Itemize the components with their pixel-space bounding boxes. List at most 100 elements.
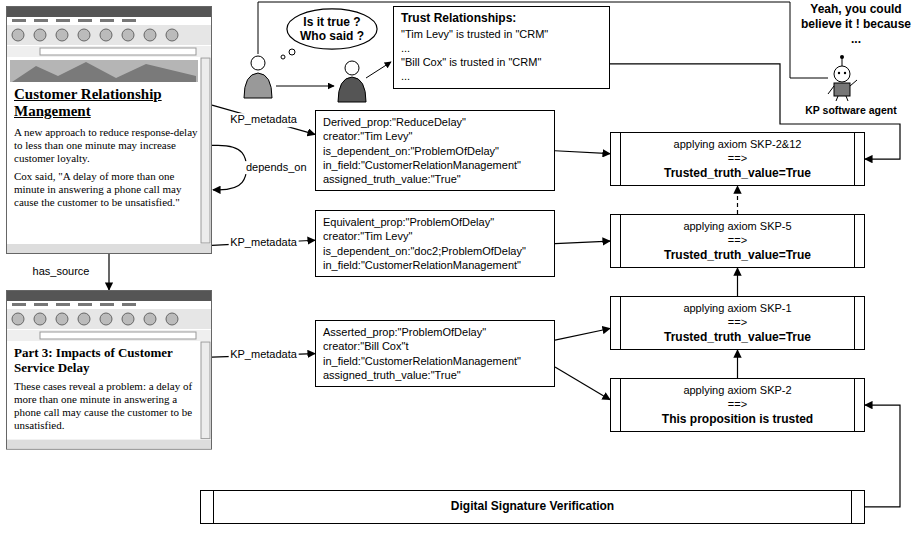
tool-icon xyxy=(122,29,134,41)
status-bar xyxy=(7,440,211,449)
agent-body xyxy=(834,83,850,96)
agent-arm xyxy=(828,86,834,94)
field-line: in_field:"CustomerRelationManagement" xyxy=(323,258,547,272)
box-label: Digital Signature Verification xyxy=(225,499,840,515)
tool-icon xyxy=(122,313,134,325)
helper-body xyxy=(338,77,366,102)
axiom-line: applying axiom SKP-2&12 xyxy=(629,137,846,151)
agent-leg xyxy=(836,96,838,101)
field-line: ... xyxy=(401,69,602,83)
edge-label: KP_metadata xyxy=(228,348,299,362)
edge-label: KP_metadata xyxy=(228,113,299,127)
figure-arrow xyxy=(366,62,391,78)
speech-text: Yeah, you could believe it ! because ... xyxy=(800,2,912,47)
browser-window: Part 3: Impacts of Customer Service Dela… xyxy=(6,290,212,450)
tool-icon xyxy=(78,29,90,41)
menu-item xyxy=(100,303,114,306)
connector-arrow xyxy=(737,268,738,296)
address-bar xyxy=(7,330,211,341)
axiom-result: Trusted_truth_value=True xyxy=(629,330,846,346)
tool-bar xyxy=(7,309,211,329)
axiom-result: Trusted_truth_value=True xyxy=(629,248,846,264)
connector-arrow xyxy=(555,151,610,154)
thought-text: Is it true ? Who said ? xyxy=(295,15,369,44)
axiom-box: applying axiom SKP-1==>Trusted_truth_val… xyxy=(610,296,865,350)
menu-item xyxy=(12,303,26,306)
field-line: in_field:"CustomerRelationManagement" xyxy=(323,158,547,172)
connector-arrow xyxy=(555,241,610,244)
axiom-line: ==> xyxy=(629,397,846,411)
reader-body xyxy=(244,73,272,98)
address-bar xyxy=(7,46,211,57)
tool-icon xyxy=(166,29,178,41)
tool-icon xyxy=(56,29,68,41)
window-frame xyxy=(7,7,212,254)
edge-layer xyxy=(109,64,900,507)
scroll-bar xyxy=(201,342,210,439)
scroll-bar xyxy=(201,58,210,243)
axiom-line: ==> xyxy=(629,315,846,329)
axiom-result: Trusted_truth_value=True xyxy=(629,166,846,182)
status-bar xyxy=(7,244,211,253)
metadata-box: Asserted_prop:"ProblemOfDelay"creator:"B… xyxy=(315,320,555,387)
tool-icon xyxy=(100,313,112,325)
address-field xyxy=(40,48,196,55)
title-bar xyxy=(7,7,211,17)
tool-icon xyxy=(166,313,178,325)
tool-icon xyxy=(34,313,46,325)
menu-item xyxy=(34,303,48,306)
metadata-box: Derived_prop:"ReduceDelay"creator:"Tim L… xyxy=(315,110,555,191)
page-paragraph: Cox said, "A delay of more than one minu… xyxy=(14,170,198,210)
helper-head xyxy=(345,61,359,75)
menu-item xyxy=(34,19,48,22)
page-paragraph: These cases reveal a problem: a delay of… xyxy=(14,380,198,433)
agent-label: KP software agent xyxy=(792,104,910,117)
tool-icon xyxy=(78,313,90,325)
figure-arrow xyxy=(276,86,334,87)
page-heading: Customer Relationship Mangement xyxy=(14,86,198,121)
field-line: Asserted_prop:"ProblemOfDelay" xyxy=(323,325,547,339)
field-line: ... xyxy=(401,41,602,55)
connector-arrow xyxy=(108,254,109,290)
menu-item xyxy=(122,19,136,22)
relation-label: depends_on xyxy=(244,161,309,175)
field-line: assigned_truth_value:"True" xyxy=(323,172,547,186)
thought-dot xyxy=(281,55,285,59)
field-line: "Bill Cox" is trusted in "CRM" xyxy=(401,55,602,69)
page-paragraph: A new approach to reduce response-delay … xyxy=(14,126,198,166)
axiom-line: applying axiom SKP-2 xyxy=(629,383,846,397)
agent-antenna xyxy=(842,58,843,66)
metadata-box: Equivalent_prop:"ProblemOfDelay"creator:… xyxy=(315,210,555,277)
agent-arm xyxy=(850,80,857,86)
window-frame xyxy=(7,291,212,450)
field-line: in_field:"CustomerRelationManagement" xyxy=(323,354,547,368)
field-line: is_dependent_on:"ProblemOfDelay" xyxy=(323,144,547,158)
tool-bar xyxy=(7,25,211,45)
field-line: "Tim Levy" is trusted in "CRM" xyxy=(401,27,602,41)
menu-item xyxy=(100,19,114,22)
box-heading: Trust Relationships: xyxy=(401,11,602,27)
title-bar xyxy=(7,291,211,301)
tool-icon xyxy=(12,29,24,41)
menu-item xyxy=(56,19,70,22)
page-banner xyxy=(10,60,198,82)
page-banner xyxy=(12,62,196,82)
edge-label: has_source xyxy=(31,265,92,279)
thought-bubble: Is it true ? Who said ? xyxy=(286,8,378,50)
reader-head xyxy=(251,56,265,70)
agent-head xyxy=(834,66,850,82)
process-box: Digital Signature Verification xyxy=(200,490,865,524)
axiom-box: applying axiom SKP-5==>Trusted_truth_val… xyxy=(610,214,865,268)
field-line: creator:"Tim Levy" xyxy=(323,129,547,143)
tool-icon xyxy=(100,29,112,41)
menu-item xyxy=(56,303,70,306)
tool-icon xyxy=(34,29,46,41)
page-heading: Part 3: Impacts of Customer Service Dela… xyxy=(14,346,198,376)
connector-arrow xyxy=(555,367,610,400)
bubble-outline xyxy=(287,9,377,49)
field-line: Equivalent_prop:"ProblemOfDelay" xyxy=(323,215,547,229)
field-line: creator:"Bill Cox"t xyxy=(323,339,547,353)
axiom-line: ==> xyxy=(629,151,846,165)
menu-item xyxy=(78,19,92,22)
tool-icon xyxy=(56,313,68,325)
